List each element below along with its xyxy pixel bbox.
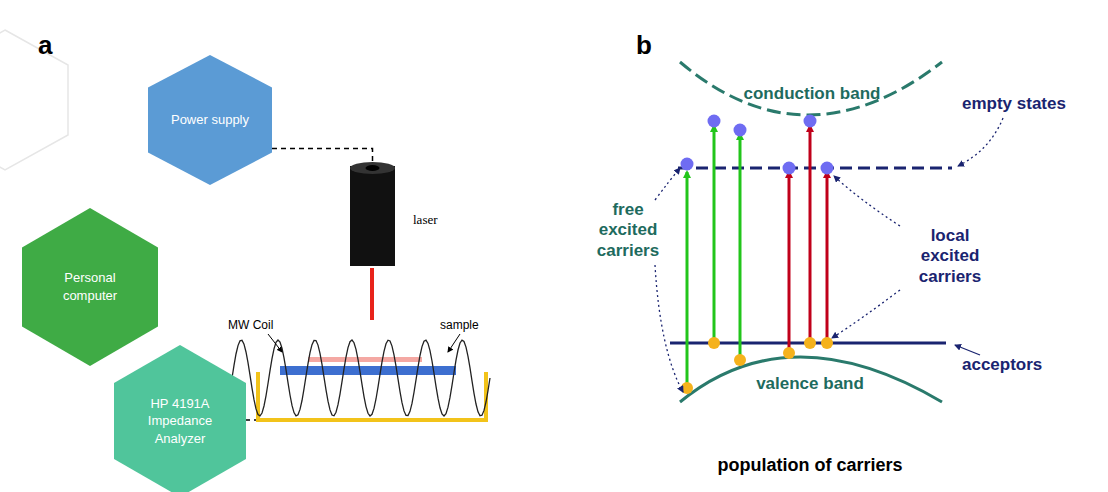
hexagon-box: Personal computer (22, 208, 158, 366)
leader-line (268, 334, 282, 352)
annotation-label: MW Coil (228, 318, 273, 332)
hexagon-shape (22, 208, 158, 366)
hexagon-box: HP 4191A Impedance Analyzer (114, 345, 246, 492)
box-label: HP 4191A Impedance Analyzer (130, 395, 230, 448)
valence-band (680, 357, 942, 402)
free-transitions (687, 126, 740, 385)
annotation-label: conduction band (744, 84, 881, 104)
device-label: laser (413, 212, 438, 228)
local-transitions (789, 126, 827, 352)
leader-line (448, 334, 460, 352)
empty-hexagon (0, 30, 68, 170)
laser-body (350, 162, 395, 266)
mw-coil (232, 340, 490, 416)
panel-letter: b (636, 30, 652, 61)
leader-line (955, 345, 980, 355)
annotation-label: local excited carriers (905, 226, 995, 287)
box-label: Personal computer (40, 269, 140, 304)
annotation-label: sample (440, 318, 479, 332)
panel-letter: a (38, 30, 52, 61)
laser-beam (370, 268, 374, 320)
box-label: Power supply (164, 111, 256, 129)
electrons (681, 115, 834, 175)
empty-states-level (678, 167, 952, 170)
conduction-band (680, 62, 942, 115)
hexagon-box: Power supply (148, 55, 272, 185)
annotation-label: empty states (962, 94, 1066, 114)
annotation-label: valence band (756, 374, 864, 394)
laser-device: laser (350, 162, 395, 266)
film-layer (308, 357, 422, 362)
annotation-label: population of carriers (717, 455, 902, 477)
annotation-label: acceptors (962, 355, 1042, 375)
annotation-label: free excited carriers (588, 200, 668, 261)
leader-lines (655, 118, 1003, 392)
dashed-wire (272, 149, 373, 162)
